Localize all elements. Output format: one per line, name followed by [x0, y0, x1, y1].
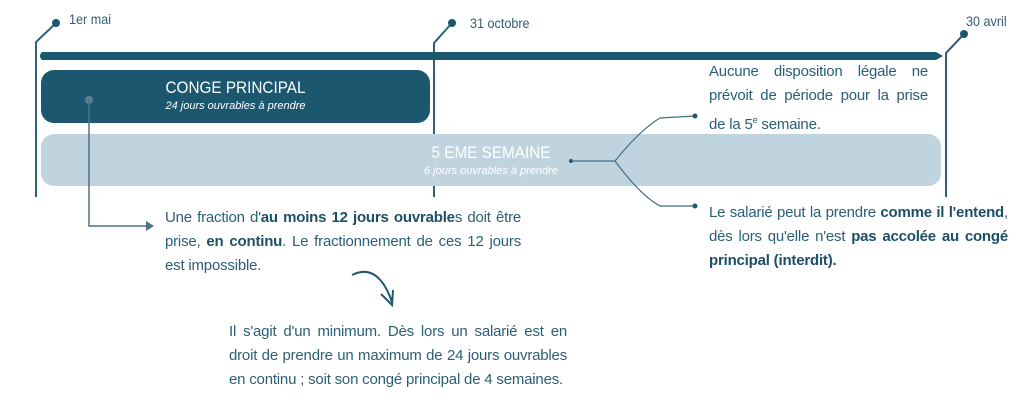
- conge-principal-box: CONGE PRINCIPAL 24 jours ouvrables à pre…: [41, 70, 430, 123]
- marker-end-line: [945, 33, 965, 197]
- cinquieme-semaine-box: 5 EME SEMAINE 6 jours ouvrables à prendr…: [41, 134, 941, 186]
- timeline-mid-label: 31 octobre: [470, 15, 530, 31]
- conge-principal-title: CONGE PRINCIPAL: [165, 78, 306, 97]
- conge-principal-subtitle: 24 jours ouvrables à prendre: [165, 100, 306, 112]
- cinquieme-semaine-title: 5 EME SEMAINE: [431, 143, 551, 162]
- cinquieme-semaine-subtitle: 6 jours ouvrables à prendre: [424, 165, 558, 177]
- note-libre: Le salarié peut la prendre comme il l'en…: [709, 204, 1008, 269]
- curved-arrow-icon: [351, 270, 393, 303]
- marker-mid-dot: [448, 19, 456, 27]
- note-periode: Aucune disposition légale ne prévoit de …: [709, 63, 928, 133]
- conge-connector: [88, 100, 150, 227]
- note-fraction: Une fraction d'au moins 12 jours ouvrabl…: [165, 209, 522, 274]
- marker-start-line: [35, 22, 57, 197]
- marker-start-dot: [52, 19, 60, 27]
- timeline-bar: [40, 52, 943, 60]
- branch-connector: [571, 115, 696, 207]
- arrow-right-icon: [146, 221, 154, 231]
- marker-end-dot: [960, 30, 968, 38]
- timeline-start-label: 1er mai: [69, 11, 112, 27]
- note-minimum: Il s'agit d'un minimum. Dès lors un sala…: [229, 323, 567, 388]
- timeline-end-label: 30 avril: [966, 13, 1007, 29]
